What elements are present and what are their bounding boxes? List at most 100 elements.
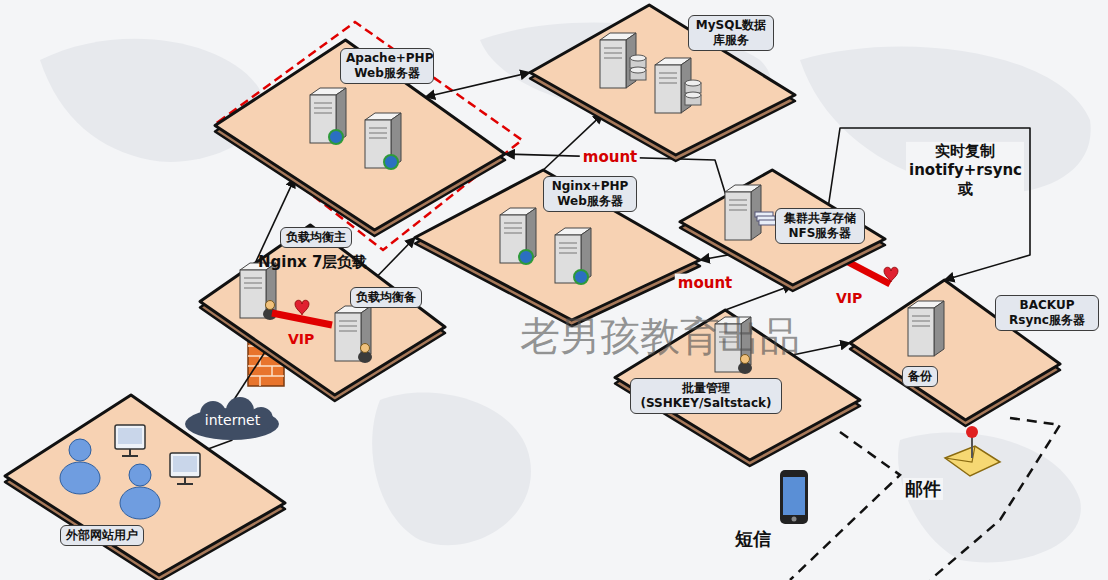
server-slot: [912, 326, 930, 327]
connector: [233, 348, 268, 402]
database-platform: MySQL数据库服务: [530, 5, 795, 155]
server-slot: [504, 233, 522, 234]
edge-label: mount: [580, 148, 640, 167]
node-label: MySQL数据库服务: [688, 15, 774, 51]
server-slot: [604, 48, 622, 49]
monitor-stand: [122, 449, 138, 456]
node-label: BACKUP Rsync服务器: [995, 295, 1099, 331]
management-platform: 批量管理 (SSHKEY/Saltstack): [615, 310, 860, 460]
admin-head: [741, 355, 750, 364]
web-server-platform: Apache+PHP Web服务器: [215, 40, 505, 230]
vip-label: VIP: [836, 290, 862, 307]
map-land: [372, 393, 531, 546]
mail-icon: [945, 426, 1000, 476]
connector: [543, 114, 603, 170]
platform-top: [215, 40, 505, 230]
internet-cloud: internet: [185, 400, 280, 440]
pin-head: [966, 426, 978, 438]
node-label: internet: [185, 400, 280, 440]
server-slot: [604, 58, 622, 59]
watermark: 老男孩教育出品: [520, 312, 800, 360]
connector: [793, 343, 850, 355]
server-slot: [314, 103, 332, 104]
user-body: [60, 462, 100, 494]
server-slot: [369, 128, 387, 129]
connector: [725, 285, 793, 310]
server-slot: [604, 53, 622, 54]
server-slot: [244, 288, 262, 289]
server-slot: [559, 248, 577, 249]
platform-top: [530, 5, 795, 155]
platform-top: [680, 170, 885, 285]
server-slot: [719, 332, 737, 333]
node-label: Nginx+PHP Web服务器: [543, 176, 637, 212]
server-slot: [559, 243, 577, 244]
server-front: [335, 313, 361, 361]
server-slot: [659, 73, 677, 74]
monitor: [170, 453, 200, 477]
server-side: [934, 301, 944, 356]
monitor: [115, 425, 145, 449]
server-front: [600, 40, 626, 88]
platform-top: [200, 225, 445, 395]
node-label: 负载均衡备: [350, 287, 422, 308]
platform-top: [615, 310, 860, 460]
user-body: [120, 487, 160, 519]
admin-head: [361, 344, 370, 353]
server-slot: [729, 210, 747, 211]
sms-label: 短信: [733, 528, 773, 550]
platform-top: [415, 170, 700, 320]
map-land: [800, 47, 1091, 194]
connector: [378, 238, 415, 277]
db-cylinder-top: [630, 55, 646, 61]
heart: [884, 267, 898, 282]
server-slot: [339, 321, 357, 322]
node-label: 负载均衡主: [280, 227, 352, 248]
db-cylinder-top: [685, 92, 701, 98]
connector: [425, 73, 530, 98]
web-globe: [384, 155, 398, 169]
server-slot: [314, 113, 332, 114]
edge-label: mount: [675, 274, 735, 293]
node-label: VIP: [288, 331, 314, 349]
server-slot: [659, 83, 677, 84]
platform-shape: [200, 225, 445, 395]
phone-icon: [780, 470, 808, 524]
backup-platform: BACKUP Rsync服务器备份: [850, 280, 1060, 420]
platform-top: [5, 395, 285, 575]
server-slot: [729, 205, 747, 206]
user-head: [129, 464, 151, 486]
server-slot: [339, 331, 357, 332]
web-globe: [519, 250, 533, 264]
server-slot: [729, 200, 747, 201]
server-slot: [719, 342, 737, 343]
web-globe: [574, 270, 588, 284]
server-slot: [314, 108, 332, 109]
server-front: [655, 65, 681, 113]
server-front: [715, 324, 741, 372]
map-land: [898, 433, 1081, 563]
node-label: 集群共享存储 NFS服务器: [775, 208, 865, 244]
server-front: [725, 192, 751, 240]
server-slot: [504, 228, 522, 229]
web-globe: [329, 130, 343, 144]
user-head: [69, 439, 91, 461]
vip-bar: [848, 262, 890, 284]
admin-head: [266, 301, 275, 310]
server-slot: [659, 78, 677, 79]
server-slot: [369, 138, 387, 139]
server-front: [240, 270, 266, 318]
load-balancer-platform: 负载均衡主负载均衡备Nginx 7层负载VIP: [200, 225, 445, 395]
edge-label: 实时复制 inotify+rsync 或: [906, 142, 1024, 198]
phone-body: [780, 470, 808, 524]
node-label: 外部网站用户: [60, 525, 144, 546]
connector: [208, 440, 233, 449]
server-front: [908, 308, 934, 356]
server-slot: [369, 133, 387, 134]
db-cylinder-top: [630, 67, 646, 73]
node-label: Apache+PHP Web服务器: [340, 48, 434, 84]
db-cylinder-top: [685, 80, 701, 86]
phone-screen: [783, 477, 805, 515]
monitor-screen: [118, 428, 142, 444]
